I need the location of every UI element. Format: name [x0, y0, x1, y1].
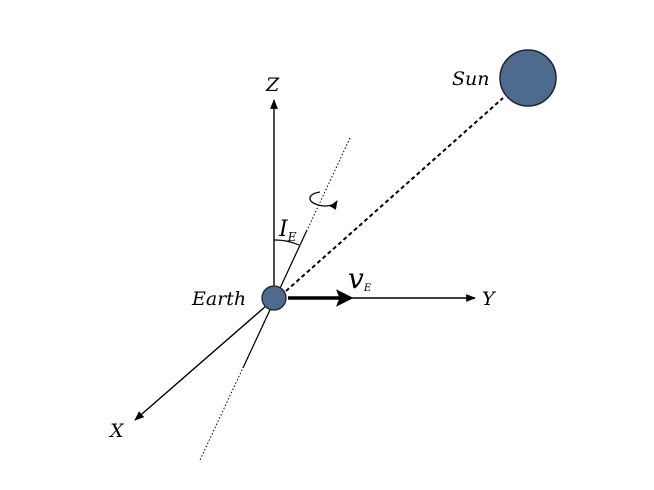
y-axis-label: Y: [482, 288, 497, 310]
x-axis-line: [134, 305, 267, 421]
sun-circle: [499, 49, 557, 107]
rotation-indicator-icon: [309, 191, 338, 210]
z-axis-label: Z: [265, 74, 280, 96]
earth-label: Earth: [191, 288, 246, 310]
x-axis-label: X: [108, 420, 125, 442]
velocity-label: vE: [348, 262, 372, 295]
earth-sun-dashed-line: [285, 97, 504, 292]
earth-circle: [261, 285, 287, 311]
inclination-arc: [273, 239, 300, 246]
inclination-label: IE: [278, 217, 297, 244]
sun-label: Sun: [452, 68, 490, 90]
